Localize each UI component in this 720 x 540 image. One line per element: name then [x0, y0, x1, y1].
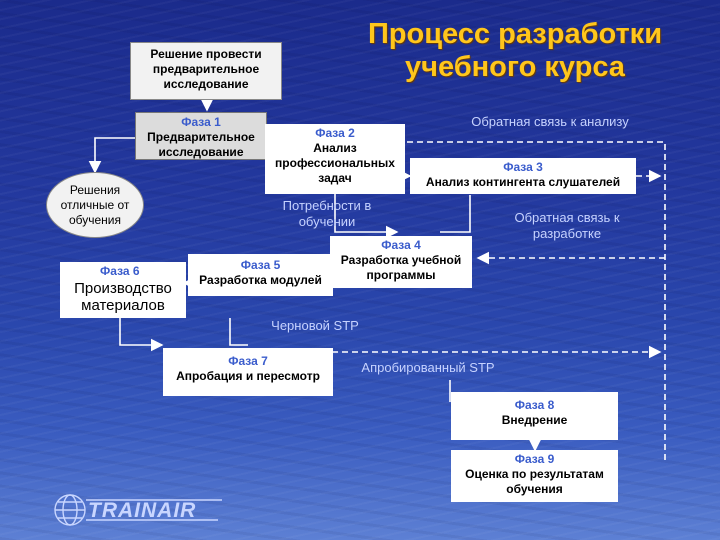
phase3-label: Анализ контингента слушателей [425, 175, 621, 189]
phase6-label-box: Производство материалов [60, 280, 186, 318]
phase2-number: Фаза 2 [315, 126, 355, 140]
training-needs-note: Потребности в обучении [282, 198, 372, 229]
draft-stp-note: Черновой STP [271, 318, 359, 333]
phase1-box: Фаза 1 Предварительное исследование [135, 112, 267, 160]
connector-phase1-nontraining [88, 137, 135, 174]
trainair-logo: TRAINAIR [52, 492, 224, 528]
feedback-analysis-line [228, 135, 666, 460]
phase4-label: Разработка учебной программы [340, 253, 462, 282]
phase7-label: Апробация и пересмотр [176, 369, 320, 383]
phase5-number: Фаза 5 [240, 258, 281, 272]
connector-draft-stp [229, 318, 248, 346]
phase1-number: Фаза 1 [181, 115, 221, 129]
non-training-decisions-ellipse: Решения отличные от обучения [46, 172, 144, 238]
phase2-label: Анализ профессиональных задач [275, 141, 395, 185]
phase7-box: Фаза 7 Апробация и пересмотр [163, 348, 333, 396]
phase4-box: Фаза 4 Разработка учебной программы [330, 236, 472, 288]
phase7-number: Фаза 7 [228, 354, 268, 368]
phase2-box: Фаза 2 Анализ профессиональных задач [265, 124, 405, 194]
phase9-number: Фаза 9 [514, 452, 555, 466]
feedback-development-note: Обратная связь к разработке [514, 210, 620, 241]
decision-label: Решение провести предварительное исследо… [150, 47, 262, 91]
trainair-logo-mark [54, 494, 222, 526]
phase6-box: Фаза 6 [60, 262, 186, 318]
trainair-logo-text: TRAINAIR [88, 499, 197, 522]
connector-phase3-phase4 [440, 195, 471, 233]
tested-stp-note: Апробированный STP [361, 360, 495, 375]
phase4-number: Фаза 4 [381, 238, 421, 252]
connector-phase2-phase4 [334, 193, 399, 239]
phase5-box: Фаза 5 Разработка модулей [188, 254, 333, 296]
phase9-label: Оценка по результатам обучения [465, 467, 604, 496]
decision-box: Решение провести предварительное исследо… [130, 42, 282, 100]
phase6-label: Производство материалов [74, 280, 172, 314]
phase8-number: Фаза 8 [514, 398, 555, 412]
phase9-box: Фаза 9 Оценка по результатам обучения [451, 450, 618, 502]
connector-phase6-phase7 [119, 318, 164, 352]
phase8-box: Фаза 8 Внедрение [451, 392, 618, 440]
phase5-label: Разработка модулей [199, 273, 322, 287]
phase6-number: Фаза 6 [100, 264, 140, 278]
non-training-decisions-label: Решения отличные от обучения [60, 183, 130, 227]
phase1-label: Предварительное исследование [147, 130, 255, 159]
feedback-analysis-note: Обратная связь к анализу [471, 114, 629, 129]
page-title: Процесс разработки учебного курса [367, 18, 663, 83]
phase3-box: Фаза 3 Анализ контингента слушателей [410, 158, 636, 194]
phase3-number: Фаза 3 [503, 160, 543, 174]
phase8-label: Внедрение [501, 413, 568, 427]
